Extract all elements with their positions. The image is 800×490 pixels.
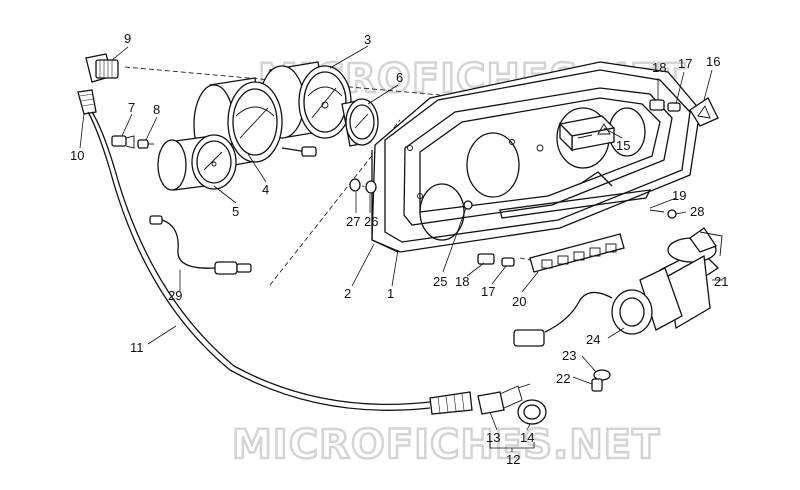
part-label-2: 2: [344, 286, 351, 301]
part-label-9: 9: [124, 31, 131, 46]
part-label-5: 5: [232, 204, 239, 219]
ignition-switch: [639, 227, 723, 331]
cable-drive-9: [85, 53, 119, 83]
part-label-1: 1: [387, 286, 394, 301]
bulbs-lower: [477, 253, 515, 267]
part-label-4: 4: [262, 182, 269, 197]
part-label-3: 3: [364, 32, 371, 47]
screw-22-23: [591, 369, 611, 392]
part-label-17: 17: [481, 284, 495, 299]
part-label-6: 6: [396, 70, 403, 85]
ring-nut-14: [517, 399, 547, 425]
speedometer-cable: [77, 89, 473, 415]
sender-lead-29: [149, 215, 252, 275]
instrument-panel-housing: [371, 61, 701, 253]
indicator-strip: [529, 233, 625, 273]
leader-lines: [79, 45, 723, 452]
watermark-bottom: MICROFICHES.NET: [232, 422, 660, 468]
part-label-27: 27: [346, 214, 360, 229]
part-label-29: 29: [168, 288, 182, 303]
part-label-26: 26: [364, 214, 378, 229]
part-label-11: 11: [130, 340, 144, 355]
small-gauge-right: [341, 98, 379, 147]
part-label-28: 28: [690, 204, 704, 219]
bulb-holders-7-8: [111, 135, 154, 149]
part-label-21: 21: [714, 274, 728, 289]
warning-lamp-block: [558, 115, 616, 152]
part-label-16: 16: [706, 54, 720, 69]
part-label-13: 13: [486, 430, 500, 445]
part-label-19: 19: [672, 188, 686, 203]
part-label-8: 8: [153, 102, 160, 117]
part-label-14: 14: [520, 430, 534, 445]
part-label-18: 18: [455, 274, 469, 289]
hazard-switch-16: [689, 97, 719, 127]
part-label-17: 17: [678, 56, 692, 71]
part-label-10: 10: [70, 148, 84, 163]
drive-unit-13: [477, 383, 531, 415]
small-gauge-left: [157, 134, 237, 191]
part-label-15: 15: [616, 138, 630, 153]
lock-barrel-24: [513, 289, 653, 347]
part-label-20: 20: [512, 294, 526, 309]
part-label-22: 22: [556, 371, 570, 386]
part-label-12: 12: [506, 452, 520, 467]
bulbs-upper: [649, 99, 681, 112]
part-label-24: 24: [586, 332, 600, 347]
part-label-25: 25: [433, 274, 447, 289]
part-label-18: 18: [652, 60, 666, 75]
part-label-7: 7: [128, 100, 135, 115]
part-label-23: 23: [562, 348, 576, 363]
